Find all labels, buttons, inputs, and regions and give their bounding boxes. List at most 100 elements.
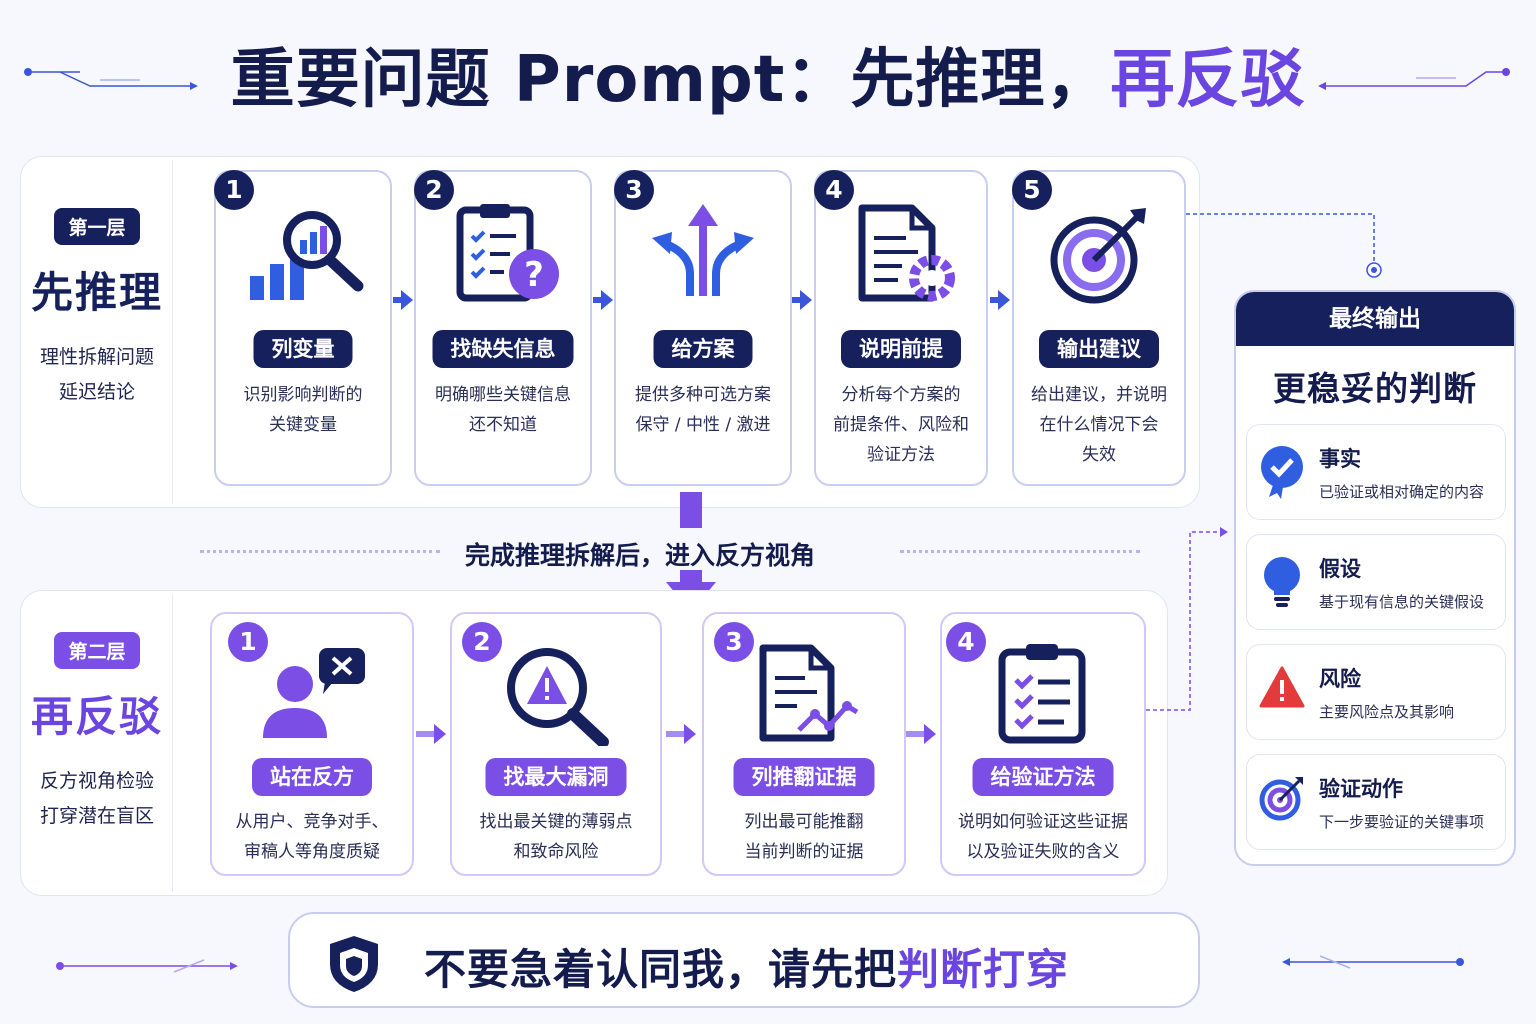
output-item-desc: 主要风险点及其影响	[1319, 703, 1455, 721]
layer2-desc-line1: 反方视角检验	[39, 770, 154, 792]
step-number: 2	[414, 170, 454, 210]
step-number: 3	[614, 170, 654, 210]
output-item-title: 风险	[1319, 667, 1361, 691]
step-desc-line: 提供多种可选方案	[635, 385, 771, 405]
layer2-step-2: 2 找最大漏洞 找出最关键的薄弱点 和致命风险	[450, 612, 662, 876]
layer1-step-2: 2 ? 找缺失信息 明确哪些关键信息 还不知道	[414, 170, 592, 486]
layer1-desc: 理性拆解问题 延迟结论	[24, 340, 170, 410]
step-number: 1	[228, 622, 268, 662]
layer2-name: 再反驳	[30, 692, 163, 741]
clipboard-checklist-icon	[942, 640, 1144, 744]
step-desc-line: 关键变量	[269, 415, 337, 435]
arrow-right-icon	[990, 290, 1010, 310]
transition-text: 完成推理拆解后，进入反方视角	[465, 541, 816, 570]
title-decoration-right	[1318, 68, 1510, 90]
banner-accent: 判断打穿	[897, 945, 1070, 994]
step-desc-line: 审稿人等角度质疑	[244, 842, 380, 862]
title-accent: 再反驳	[1110, 43, 1306, 117]
step-desc: 从用户、竞争对手、 审稿人等角度质疑	[218, 807, 406, 867]
step-desc-line: 前提条件、风险和	[833, 415, 969, 435]
clipboard-question-icon: ?	[416, 200, 590, 304]
check-badge-icon	[1259, 445, 1305, 503]
step-desc-line: 失效	[1082, 445, 1116, 465]
step-label: 给验证方法	[972, 758, 1114, 796]
output-item-title: 事实	[1319, 447, 1361, 471]
output-item-fact: 事实 已验证或相对确定的内容	[1246, 424, 1506, 520]
step-desc: 识别影响判断的 关键变量	[222, 380, 384, 440]
svg-text:?: ?	[524, 255, 544, 295]
transition-dots-left	[200, 550, 440, 553]
step-label: 输出建议	[1039, 330, 1159, 368]
chart-search-icon	[216, 202, 390, 302]
output-item-desc: 下一步要验证的关键事项	[1319, 813, 1485, 831]
arrow-right-icon	[416, 724, 446, 744]
step-number: 4	[814, 170, 854, 210]
output-item-desc: 已验证或相对确定的内容	[1319, 483, 1485, 501]
output-panel: 最终输出 更稳妥的判断 事实 已验证或相对确定的内容 假设 基于现有信息的关键假…	[1234, 290, 1516, 866]
warning-triangle-icon	[1259, 665, 1305, 715]
layer2-step-4: 4 给验证方法 说明如何验证这些证据 以及验证失败的含义	[940, 612, 1146, 876]
step-desc: 明确哪些关键信息 还不知道	[422, 380, 584, 440]
layer1-step-5: 5 输出建议 给出建议，并说明 在什么情况下会 失效	[1012, 170, 1186, 486]
step-desc-line: 验证方法	[867, 445, 935, 465]
title-decoration-left	[24, 68, 198, 90]
layer1-name: 先推理	[30, 268, 163, 317]
step-desc-line: 和致命风险	[513, 842, 599, 862]
step-label: 说明前提	[841, 330, 961, 368]
step-desc-line: 从用户、竞争对手、	[235, 812, 389, 832]
branch-arrows-icon	[616, 200, 790, 304]
layer2-side: 第二层 再反驳 反方视角检验 打穿潜在盲区	[24, 632, 170, 834]
document-gear-icon	[816, 202, 986, 306]
step-desc-line: 保守 / 中性 / 激进	[635, 415, 771, 435]
search-warning-icon	[452, 642, 660, 746]
output-header: 最终输出	[1236, 292, 1514, 346]
step-label: 给方案	[653, 330, 753, 368]
title-main: 重要问题 Prompt：先推理，	[230, 43, 1111, 117]
step-desc: 分析每个方案的 前提条件、风险和 验证方法	[822, 380, 980, 470]
output-item-risk: 风险 主要风险点及其影响	[1246, 644, 1506, 740]
layer2-divider	[172, 594, 173, 892]
banner-decoration-left	[56, 959, 238, 973]
bottom-banner: 不要急着认同我，请先把判断打穿	[288, 912, 1200, 1008]
step-label: 站在反方	[252, 758, 372, 796]
step-desc-line: 说明如何验证这些证据	[958, 812, 1128, 832]
step-number: 2	[462, 622, 502, 662]
layer1-badge: 第一层	[54, 208, 140, 245]
user-objection-icon	[212, 642, 412, 742]
step-label: 列推翻证据	[733, 758, 875, 796]
step-number: 4	[946, 622, 986, 662]
step-label: 找最大漏洞	[485, 758, 627, 796]
step-desc-line: 分析每个方案的	[841, 385, 961, 405]
layer2-badge: 第二层	[54, 632, 140, 669]
banner-main: 不要急着认同我，请先把	[424, 945, 898, 994]
layer1-side: 第一层 先推理 理性拆解问题 延迟结论	[24, 208, 170, 410]
step-number: 3	[714, 622, 754, 662]
output-title: 更稳妥的判断	[1273, 369, 1477, 408]
lightbulb-icon	[1259, 555, 1305, 613]
step-desc-line: 当前判断的证据	[744, 842, 864, 862]
layer1-divider	[172, 160, 173, 504]
step-desc-line: 以及验证失败的含义	[966, 842, 1120, 862]
output-item-desc: 基于现有信息的关键假设	[1319, 593, 1485, 611]
document-trend-icon	[704, 644, 904, 744]
layer2-desc-line2: 打穿潜在盲区	[39, 805, 154, 827]
output-item-verify: 验证动作 下一步要验证的关键事项	[1246, 754, 1506, 850]
arrow-right-icon	[393, 290, 413, 310]
output-connector-bottom	[1146, 527, 1228, 711]
layer2-desc: 反方视角检验 打穿潜在盲区	[24, 764, 170, 834]
step-desc-line: 在什么情况下会	[1039, 415, 1159, 435]
step-desc-line: 还不知道	[469, 415, 537, 435]
step-desc-line: 列出最可能推翻	[744, 812, 864, 832]
layer1-step-1: 1 列变量 识别影响判断的 关键变量	[214, 170, 392, 486]
step-label: 找缺失信息	[432, 330, 574, 368]
output-item-assumption: 假设 基于现有信息的关键假设	[1246, 534, 1506, 630]
layer1-step-3: 3 给方案 提供多种可选方案 保守 / 中性 / 激进	[614, 170, 792, 486]
target-icon	[1259, 775, 1305, 825]
step-desc-line: 找出最关键的薄弱点	[479, 812, 633, 832]
step-desc-line: 明确哪些关键信息	[435, 385, 571, 405]
arrow-right-icon	[593, 290, 613, 310]
step-desc: 说明如何验证这些证据 以及验证失败的含义	[948, 807, 1138, 867]
step-number: 5	[1012, 170, 1052, 210]
layer1-step-4: 4 说明前提 分析每个方案的 前提条件、风险和 验证方法	[814, 170, 988, 486]
output-item-title: 验证动作	[1319, 777, 1403, 801]
